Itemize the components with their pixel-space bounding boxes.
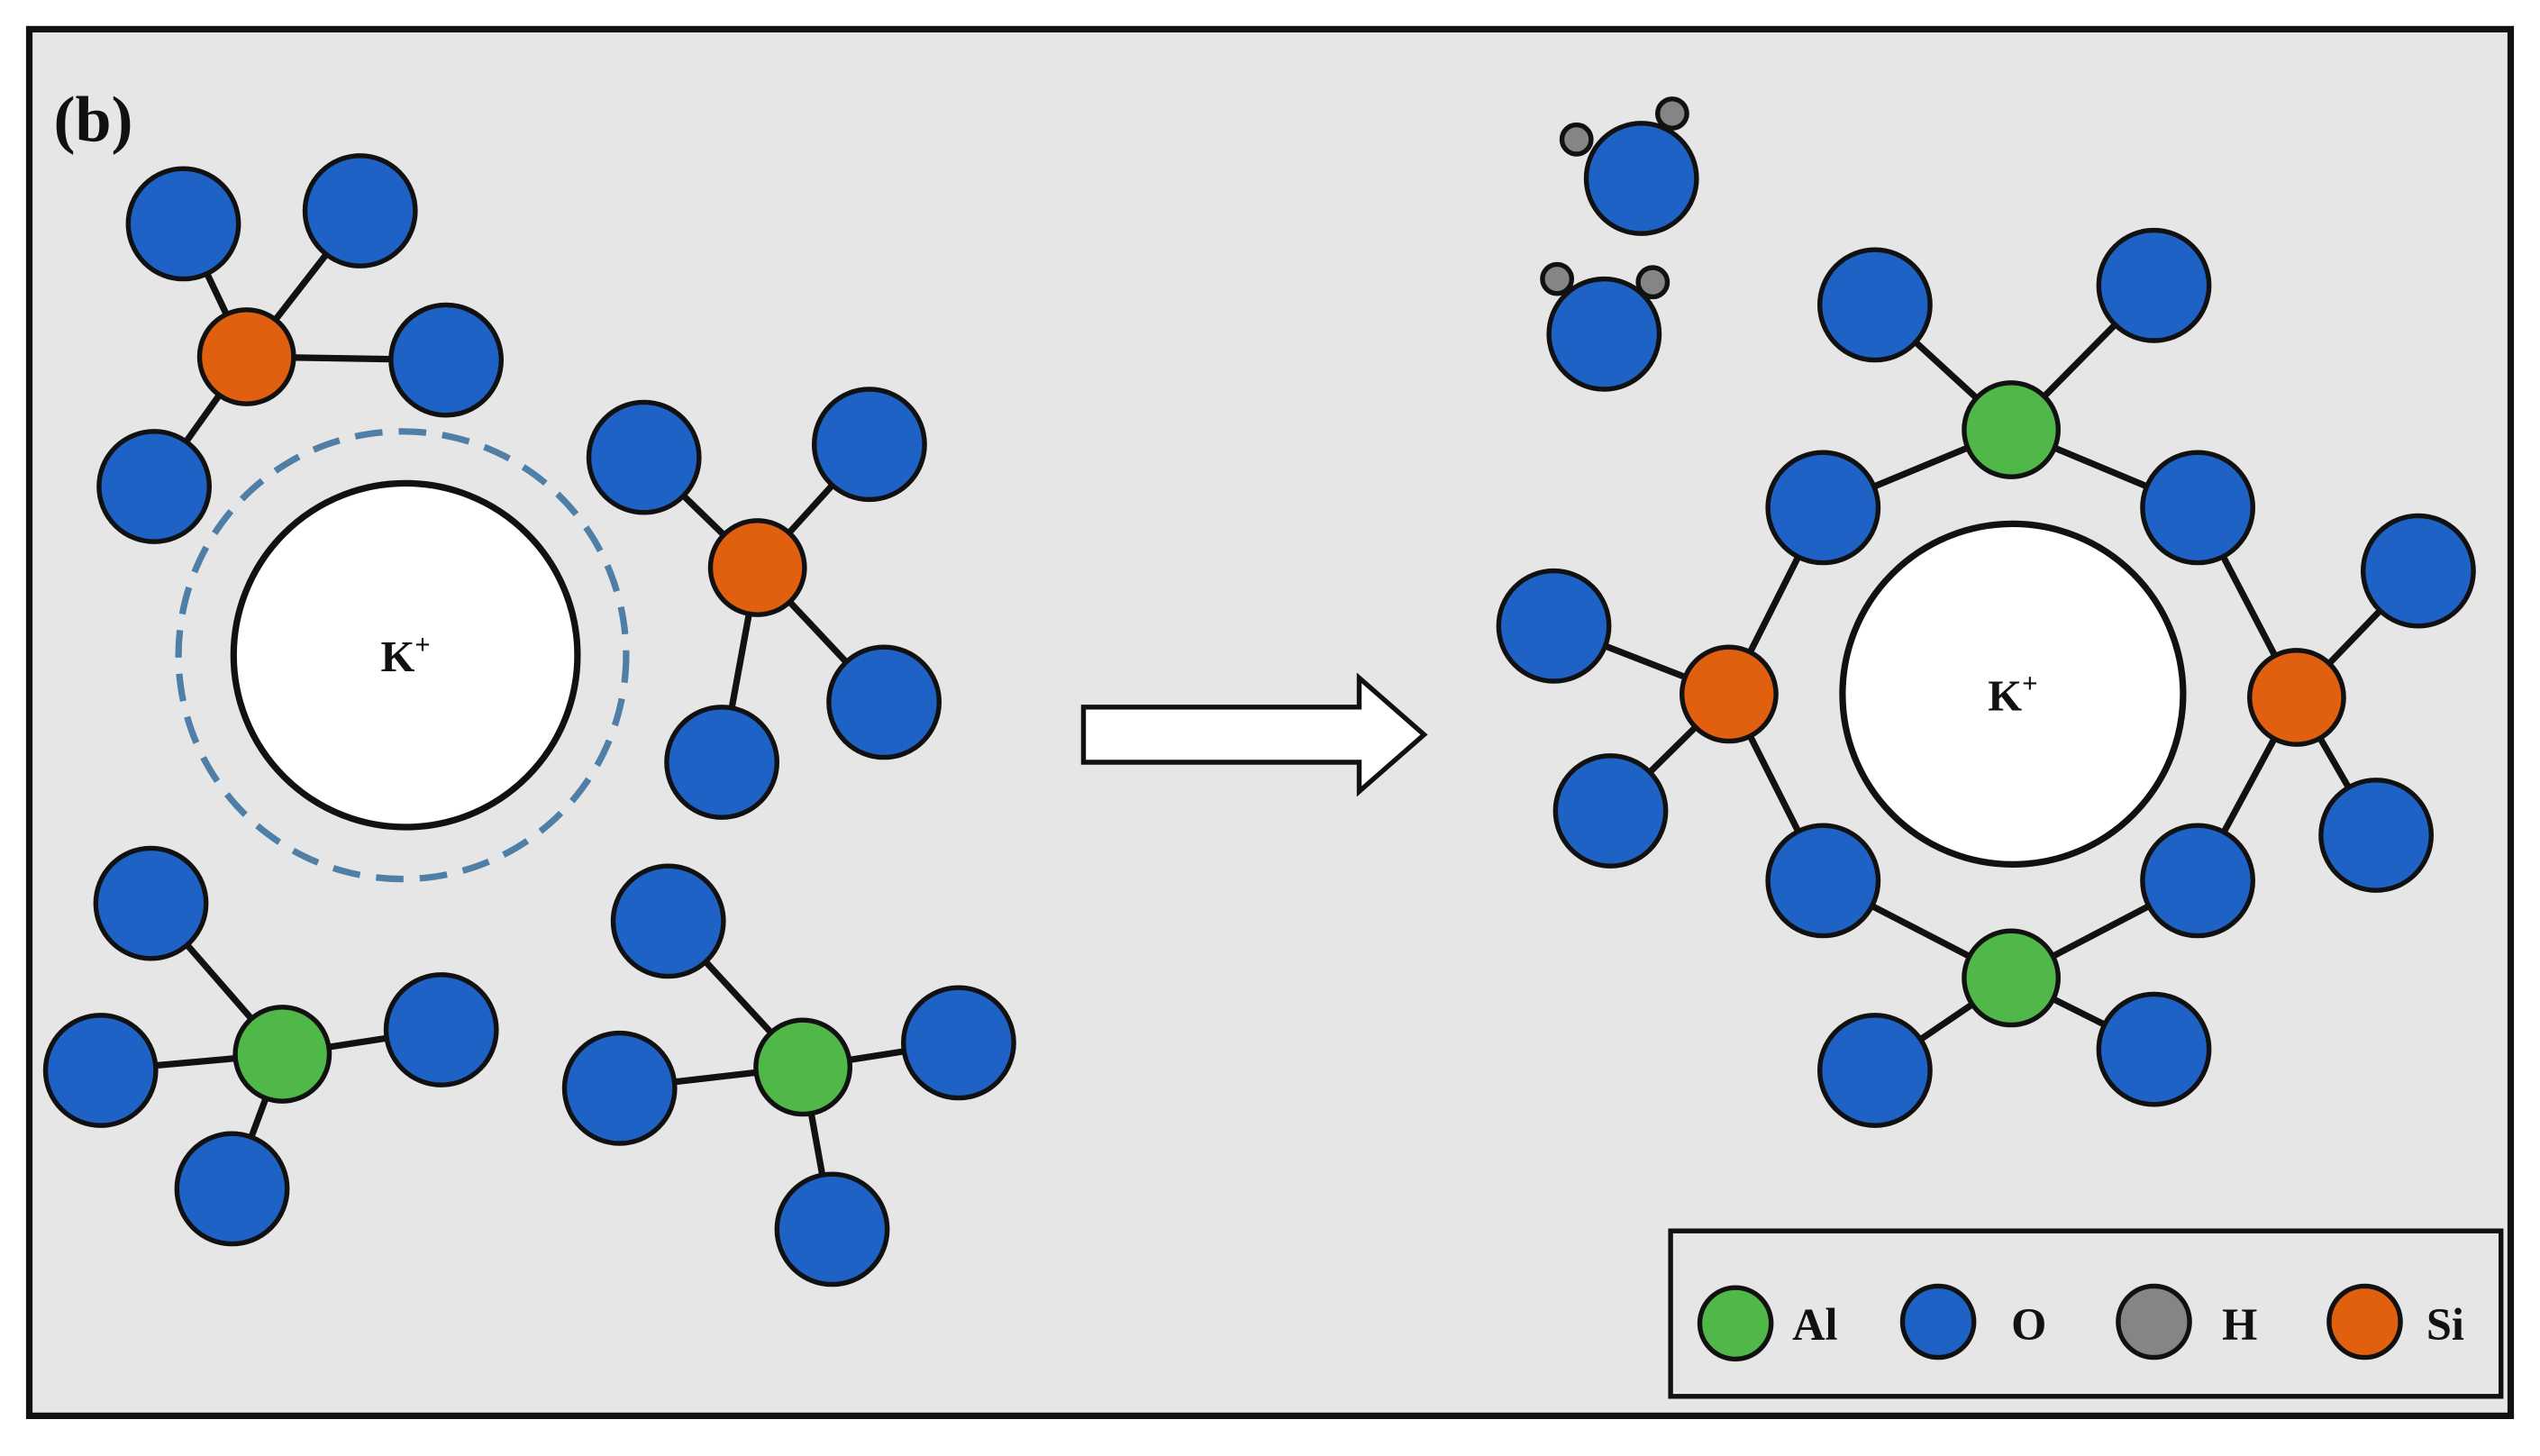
water-oxygen-atom: [1546, 276, 1662, 392]
oxygen-atom: [174, 1131, 290, 1247]
legend-swatch-o: [1899, 1283, 1977, 1360]
oxygen-atom: [93, 845, 209, 961]
water-hydrogens: [1540, 96, 1689, 300]
hydrogen-atom: [1559, 122, 1594, 157]
oxygen-atom: [900, 985, 1016, 1101]
silicon-atoms: [196, 307, 2346, 747]
silicon-atom: [2247, 648, 2346, 747]
oxygen-atom: [561, 1030, 678, 1146]
legend-label-al: Al: [1792, 1299, 1837, 1350]
silicon-atom: [1679, 644, 1779, 744]
legend-swatch-al: [1697, 1285, 1774, 1362]
aluminium-atoms: [232, 380, 2061, 1117]
oxygen-atom: [812, 387, 927, 503]
oxygen-atom: [302, 153, 418, 268]
oxygen-atom: [2361, 513, 2476, 629]
legend-swatch-si: [2326, 1283, 2403, 1360]
cation-charge: +: [414, 629, 430, 660]
legend-swatch-h: [2116, 1283, 2192, 1360]
cation-product: [1839, 520, 2187, 868]
legend-box: [1668, 1228, 2504, 1399]
oxygen-atom: [96, 429, 212, 544]
oxygen-atom: [586, 399, 702, 515]
cation-symbol: K: [1988, 671, 2022, 720]
oxygen-atom: [2140, 450, 2255, 566]
oxygen-atom: [610, 863, 726, 979]
aluminium-atom: [1962, 380, 2061, 479]
oxygen-atom: [664, 705, 779, 820]
oxygen-atom: [2318, 778, 2434, 893]
oxygen-atom: [1552, 753, 1669, 869]
oxygen-atom: [125, 166, 241, 282]
hydrogen-atom: [1540, 261, 1574, 296]
silicon-atom: [707, 518, 807, 617]
aluminium-atom: [1962, 928, 2061, 1028]
oxygen-atom: [388, 302, 504, 418]
hydrogen-atom: [1635, 265, 1671, 300]
legend-label-si: Si: [2426, 1299, 2464, 1350]
cation-reactant: [230, 479, 581, 831]
oxygen-atom: [2140, 823, 2255, 939]
legend-label-o: O: [2011, 1299, 2046, 1350]
oxygen-atoms: [42, 121, 2476, 1288]
silicon-atom: [196, 307, 296, 406]
aluminium-atom: [753, 1017, 852, 1117]
oxygen-atom: [2096, 227, 2212, 343]
water-oxygen-atom: [1583, 121, 1699, 236]
oxygen-atom: [383, 972, 499, 1087]
oxygen-atom: [42, 1013, 159, 1128]
cation-symbol: K: [380, 632, 414, 681]
cation-label-reactant: K+: [380, 629, 430, 681]
hydration-shell: [175, 428, 630, 883]
oxygen-atom: [1765, 450, 1881, 566]
oxygen-atom: [1765, 823, 1881, 939]
hydrogen-atom: [1654, 96, 1689, 131]
cation-label-product: K+: [1988, 669, 2037, 721]
oxygen-atom: [1496, 568, 1612, 684]
oxygen-atom: [774, 1171, 890, 1288]
oxygen-atom: [2096, 991, 2212, 1107]
cation-charge: +: [2022, 669, 2037, 699]
oxygen-atom: [1817, 1013, 1933, 1128]
reaction-arrow: [1080, 672, 1428, 797]
legend-label-h: H: [2222, 1299, 2257, 1350]
aluminium-atom: [232, 1005, 332, 1104]
oxygen-atom: [826, 644, 942, 760]
oxygen-atom: [1817, 247, 1933, 363]
legend: Al O H Si: [1668, 1228, 2504, 1399]
panel-label: (b): [54, 84, 133, 156]
